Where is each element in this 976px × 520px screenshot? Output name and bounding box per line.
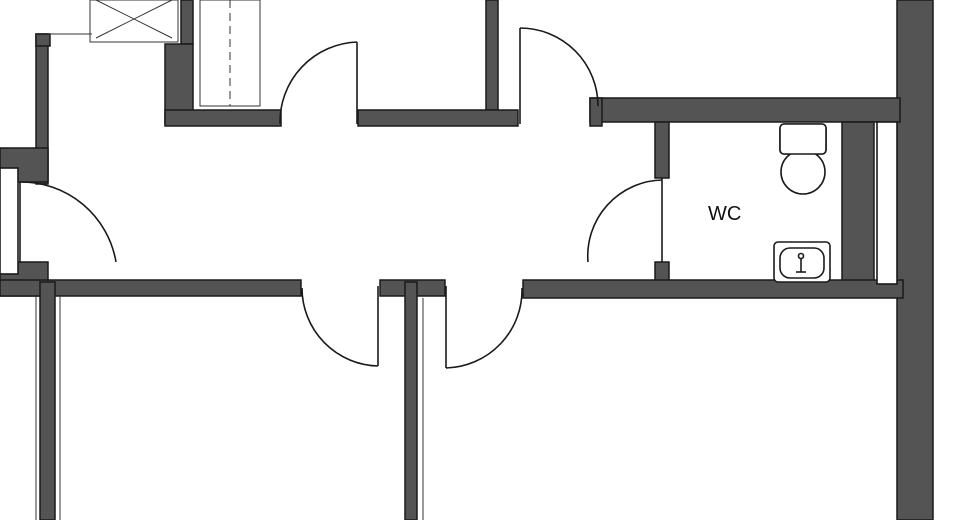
wall-segment bbox=[522, 279, 904, 299]
basin-icon bbox=[773, 241, 831, 283]
exterior-wall-right bbox=[896, 0, 934, 520]
wall-segment bbox=[841, 121, 875, 295]
cupboard bbox=[199, 0, 261, 107]
door-arc bbox=[519, 27, 599, 107]
door-arc bbox=[586, 179, 663, 263]
wc-fixtures: WC bbox=[708, 123, 831, 283]
wall-segment bbox=[654, 121, 670, 179]
shower bbox=[50, 0, 179, 43]
toilet-cistern bbox=[779, 123, 827, 155]
window bbox=[0, 167, 19, 275]
door-arc bbox=[445, 287, 523, 369]
door-arc bbox=[301, 287, 379, 367]
wall-segment bbox=[164, 109, 282, 127]
wall-segment bbox=[589, 97, 603, 127]
walls bbox=[0, 0, 934, 520]
wall-segment bbox=[485, 0, 499, 111]
door-swing-bottom-right bbox=[445, 286, 523, 369]
door-swing-left bbox=[19, 181, 117, 263]
wall-segment bbox=[35, 33, 51, 47]
wall-segment bbox=[357, 109, 519, 127]
toilet-bowl bbox=[780, 149, 826, 195]
wall-segment bbox=[404, 281, 418, 520]
doors bbox=[19, 27, 663, 369]
wc-room-label: WC bbox=[708, 203, 741, 225]
openings bbox=[0, 121, 898, 520]
door-swing-top-right bbox=[519, 27, 599, 124]
window bbox=[876, 121, 898, 285]
wall-segment bbox=[180, 0, 194, 45]
wall-segment bbox=[589, 97, 901, 123]
wall-segment bbox=[39, 281, 56, 520]
door-arc bbox=[19, 181, 117, 263]
shower-cross-line bbox=[95, 0, 173, 39]
basin-tap-head bbox=[797, 252, 805, 260]
door-swing-bottom-left bbox=[301, 286, 379, 367]
basin-bowl bbox=[779, 247, 825, 279]
wall-segment bbox=[654, 261, 670, 283]
wall-segment bbox=[0, 279, 302, 297]
door-arc bbox=[279, 41, 358, 125]
door-swing-top-left bbox=[279, 41, 358, 125]
door-swing-wc bbox=[586, 178, 663, 263]
toilet-icon bbox=[779, 123, 827, 195]
shower-tray bbox=[89, 0, 179, 43]
